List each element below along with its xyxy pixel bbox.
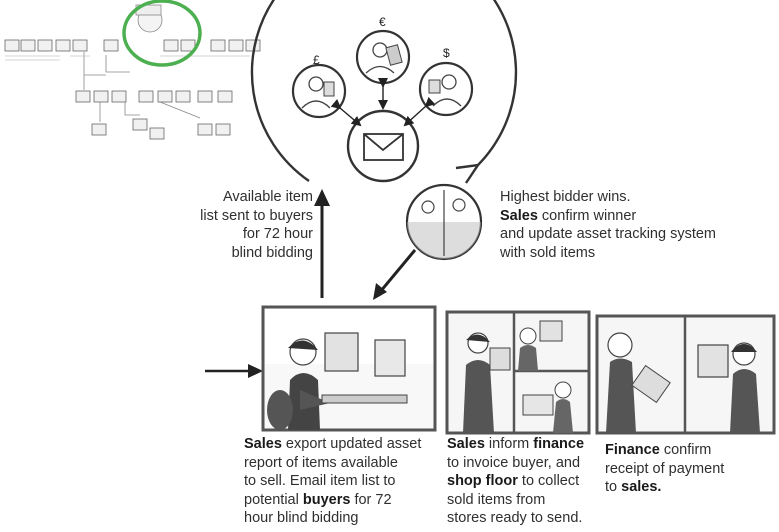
caption-bold-text: Sales — [447, 436, 485, 452]
panel-sales-export — [261, 305, 437, 432]
winner-circle — [405, 183, 483, 261]
caption-text: list sent to buyers — [200, 207, 313, 224]
caption-line: sold items from — [447, 491, 597, 510]
caption-bold-text: buyers — [302, 491, 351, 508]
caption-line: Available item — [195, 188, 313, 207]
buyer-pound — [291, 63, 347, 119]
buyer-email-links — [330, 78, 436, 127]
caption-bold-text: finance — [533, 436, 585, 452]
up-arrow-head — [314, 189, 330, 206]
bidding-cycle-arc — [250, 0, 518, 182]
caption-text: with sold items — [500, 244, 596, 261]
buyer-euro — [355, 29, 411, 85]
buyer-dollar — [418, 61, 474, 117]
caption-bold-text: shop floor — [447, 473, 518, 490]
email-envelope — [346, 109, 420, 183]
caption-text: receipt of payment — [605, 460, 725, 477]
caption-text: potential — [244, 491, 303, 508]
caption-text: hour blind bidding — [244, 510, 359, 527]
caption-line: to sales. — [605, 478, 765, 497]
caption-line: stores ready to send. — [447, 509, 597, 528]
caption-text: stores ready to send. — [447, 510, 583, 527]
highlight-circle — [122, 0, 202, 67]
pound-symbol: £ — [313, 53, 320, 67]
caption-line: Highest bidder wins. — [500, 188, 745, 207]
caption-bold-text: sales. — [621, 479, 662, 496]
caption-text: report of items available — [244, 454, 398, 471]
caption-text: confirm — [659, 442, 712, 458]
entry-arrow-head — [248, 364, 263, 378]
caption-text: confirm winner — [537, 207, 637, 224]
caption-available-item: Available item list sent to buyers for 72 … — [195, 188, 313, 262]
caption-line: to invoice buyer, and — [447, 454, 597, 473]
caption-text: to collect — [517, 473, 580, 490]
caption-line: report of items available — [244, 454, 439, 473]
caption-text: to — [605, 479, 622, 496]
caption-line: receipt of payment — [605, 460, 765, 479]
caption-line: Finance confirm — [605, 441, 765, 460]
caption-highest-bidder: Highest bidder wins. Sales confirm winner… — [500, 188, 745, 262]
caption-text: for 72 — [350, 491, 392, 508]
caption-text: inform — [484, 436, 534, 452]
caption-bold-text: Finance — [605, 442, 660, 458]
caption-text: Highest bidder wins. — [500, 189, 631, 205]
caption-line: Sales inform finance — [447, 435, 597, 454]
caption-bold-text: Sales — [244, 436, 282, 452]
caption-text: to invoice buyer, and — [447, 454, 581, 471]
caption-line: hour blind bidding — [244, 509, 439, 528]
minimap-row-1 — [4, 39, 261, 52]
caption-text: and update asset tracking system — [500, 226, 717, 243]
caption-line: shop floor to collect — [447, 472, 597, 491]
caption-text: Available item — [222, 189, 313, 205]
cycle-arrowhead — [455, 163, 481, 184]
dollar-symbol: $ — [443, 46, 450, 60]
caption-text: blind bidding — [231, 244, 313, 261]
caption-text: to sell. Email item list to — [244, 473, 396, 490]
caption-line: and update asset tracking system — [500, 225, 745, 244]
caption-text: export updated asset — [281, 436, 422, 452]
panel-sales-inform — [445, 310, 591, 435]
caption-line: blind bidding — [195, 244, 313, 263]
caption-line: Sales confirm winner — [500, 207, 745, 226]
minimap-row-3 — [91, 118, 231, 140]
caption-line: Sales export updated asset — [244, 435, 439, 454]
overview-minimap — [4, 4, 261, 140]
minimap-row-2 — [75, 90, 233, 103]
caption-line: with sold items — [500, 244, 745, 263]
caption-line: for 72 hour — [195, 225, 313, 244]
panel-finance-confirm — [595, 314, 776, 435]
down-arrow-head — [373, 283, 387, 300]
down-arrow-shaft — [378, 249, 417, 293]
caption-line: to sell. Email item list to — [244, 472, 439, 491]
caption-text: for 72 hour — [242, 226, 313, 243]
euro-symbol: € — [379, 15, 386, 29]
caption-line: list sent to buyers — [195, 207, 313, 226]
caption-line: potential buyers for 72 — [244, 491, 439, 510]
caption-bold-text: Sales — [500, 207, 538, 224]
caption-text: sold items from — [447, 491, 546, 508]
